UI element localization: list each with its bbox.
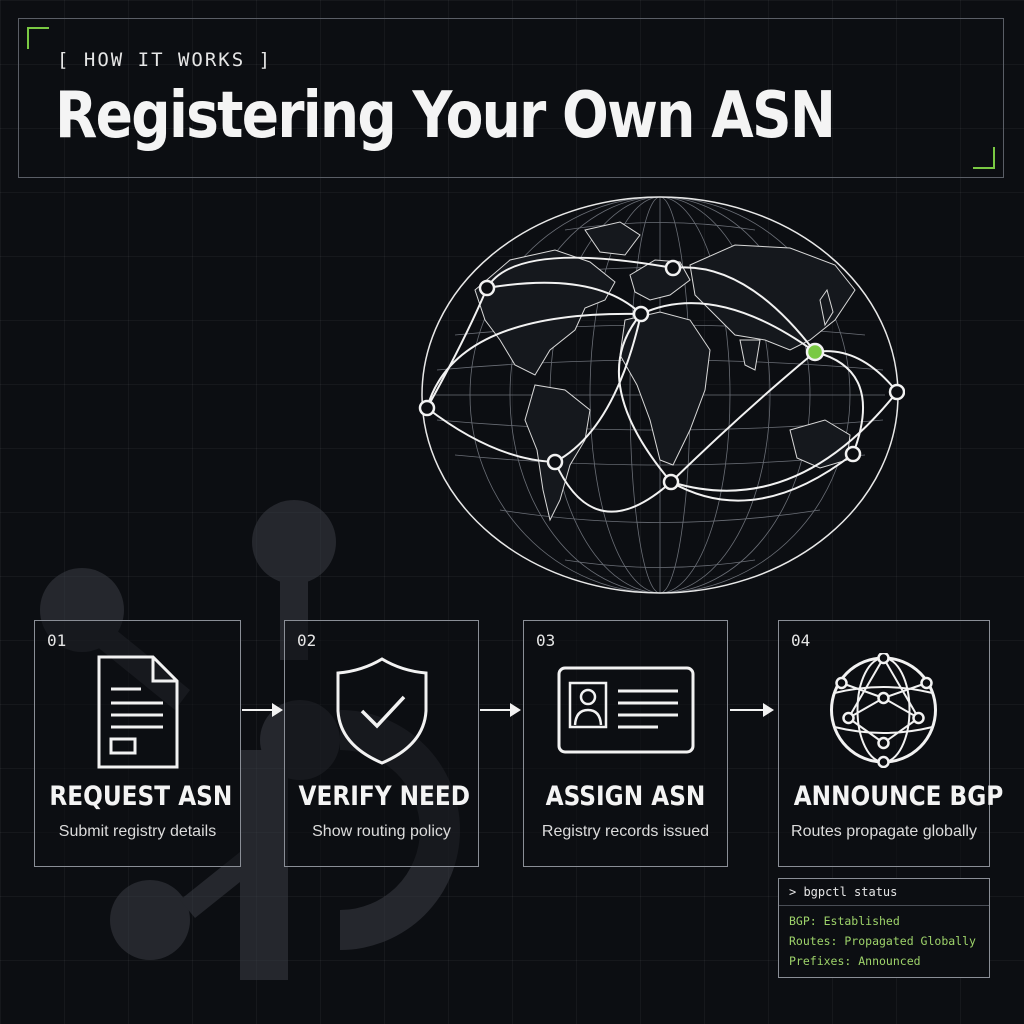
network-globe-icon bbox=[830, 653, 937, 768]
step-description: Routes propagate globally bbox=[791, 823, 977, 840]
terminal-line-prefixes: Prefixes: Announced bbox=[789, 954, 921, 968]
eyebrow-label: [ HOW IT WORKS ] bbox=[57, 49, 273, 71]
corner-bracket-top-left bbox=[27, 27, 49, 49]
corner-bracket-bottom-right bbox=[973, 147, 995, 169]
step-card-request-asn: 01 REQUEST ASN Submit registry details bbox=[34, 620, 241, 867]
step-title: REQUEST ASN bbox=[49, 781, 233, 812]
arrow-right-icon bbox=[480, 703, 521, 717]
globe-map-icon bbox=[418, 196, 905, 594]
step-number: 04 bbox=[791, 631, 811, 650]
terminal-command: > bgpctl status bbox=[779, 879, 989, 906]
step-card-verify-need: 02 VERIFY NEED Show routing policy bbox=[284, 620, 479, 867]
step-title: VERIFY NEED bbox=[298, 781, 471, 812]
header-panel: [ HOW IT WORKS ] Registering Your Own AS… bbox=[18, 18, 1004, 178]
terminal-line-bgp: BGP: Established bbox=[789, 914, 900, 928]
document-icon bbox=[97, 655, 178, 769]
step-number: 03 bbox=[536, 631, 556, 650]
id-card-icon bbox=[557, 666, 694, 754]
step-title: ANNOUNCE BGP bbox=[793, 781, 1004, 812]
step-description: Registry records issued bbox=[541, 823, 710, 840]
step-card-announce-bgp: 04 ANNOUNCE BGP Routes propagate globa bbox=[778, 620, 1004, 867]
page-title: Registering Your Own ASN bbox=[55, 79, 836, 153]
terminal-status-panel: > bgpctl status BGP: Established Routes:… bbox=[778, 878, 990, 978]
arrow-right-icon bbox=[730, 703, 774, 717]
step-title: ASSIGN ASN bbox=[545, 781, 706, 812]
step-number: 02 bbox=[297, 631, 317, 650]
step-number: 01 bbox=[47, 631, 67, 650]
step-description: Show routing policy bbox=[312, 823, 451, 840]
shield-check-icon bbox=[336, 657, 427, 765]
step-card-assign-asn: 03 ASSIGN ASN Registry records issued bbox=[523, 620, 728, 867]
step-description: Submit registry details bbox=[58, 823, 217, 840]
terminal-line-routes: Routes: Propagated Globally bbox=[789, 934, 976, 948]
arrow-right-icon bbox=[242, 703, 283, 717]
